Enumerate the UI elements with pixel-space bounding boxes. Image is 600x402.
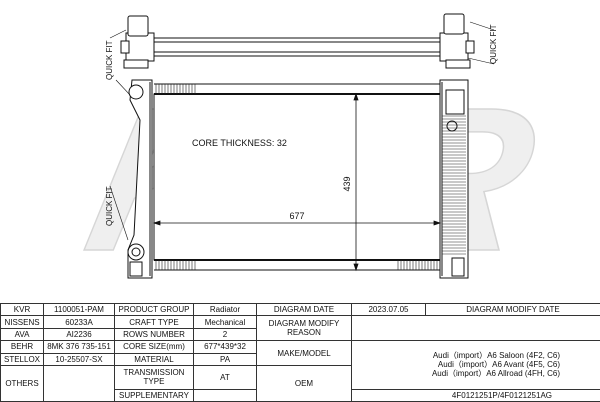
core-fins-top <box>155 84 196 94</box>
diagram-modify-date-label: DIAGRAM MODIFY DATE <box>425 302 600 317</box>
material-label: MATERIAL <box>114 352 194 366</box>
material-value: PA <box>193 352 257 366</box>
height-dimension <box>353 92 359 272</box>
rows-number-value: 2 <box>193 327 257 342</box>
stellox-value: 10-25507-SX <box>43 352 115 366</box>
transmission-type-value: AT <box>193 364 257 390</box>
ava-value: AI2236 <box>43 327 115 342</box>
core-size-value: 677*439*32 <box>193 340 257 354</box>
core-thickness-label: CORE THICKNESS: 32 <box>192 138 287 148</box>
behr-label: BEHR <box>0 340 44 354</box>
radiator-drawing: KVR <box>70 13 554 294</box>
stellox-label: STELLOX <box>0 352 44 366</box>
others-label: OTHERS <box>0 364 44 402</box>
oem-value: 4F0121251P/4F0121251AG <box>351 388 600 402</box>
ava-label: AVA <box>0 327 44 342</box>
width-dimension <box>152 220 442 226</box>
make-model-line: Audi（import）A6 Saloon (4F2, C6) <box>432 351 560 361</box>
product-group-value: Radiator <box>193 302 257 317</box>
diagram-modify-reason-label: DIAGRAM MODIFY REASON <box>256 315 352 342</box>
supplementary-label: SUPPLEMENTARY <box>114 388 194 402</box>
width-dimension-label: 677 <box>289 211 304 221</box>
quick-fit-label-top-right: QUICK FIT <box>489 24 498 64</box>
behr-value: 8MK 376 735-151 <box>43 340 115 354</box>
quick-fit-label-top-left: QUICK FIT <box>105 40 114 80</box>
core <box>153 83 441 271</box>
tank-fins-right <box>442 115 466 255</box>
top-pipe <box>120 13 475 69</box>
core-fins-bottom <box>155 260 438 270</box>
left-tank <box>127 79 153 279</box>
diagram-modify-reason-value <box>351 315 600 342</box>
quick-fit-label-bottom-left: QUICK FIT <box>105 186 114 226</box>
others-value <box>43 364 115 402</box>
make-model-label: MAKE/MODEL <box>256 340 352 366</box>
oem-label: OEM <box>256 364 352 402</box>
quick-fit-leaders <box>109 21 495 241</box>
diagram-date-value: 2023.07.05 <box>351 302 426 317</box>
height-dimension-label: 439 <box>342 176 352 191</box>
rows-number-label: ROWS NUMBER <box>114 327 194 342</box>
make-model-values: Audi（import）A6 Saloon (4F2, C6) Audi（imp… <box>351 340 600 390</box>
nissens-value: 60233A <box>43 315 115 329</box>
diagram-date-label: DIAGRAM DATE <box>256 302 352 317</box>
craft-type-label: CRAFT TYPE <box>114 315 194 329</box>
supplementary-value <box>193 388 257 402</box>
nissens-label: NISSENS <box>0 315 44 329</box>
kvr-label: KVR <box>0 302 44 317</box>
core-size-label: CORE SIZE(mm) <box>114 340 194 354</box>
craft-type-value: Mechanical <box>193 315 257 329</box>
transmission-type-label: TRANSMISSION TYPE <box>114 364 194 390</box>
product-group-label: PRODUCT GROUP <box>114 302 194 317</box>
spec-table: KVR 1100051-PAM PRODUCT GROUP Radiator D… <box>0 302 600 402</box>
make-model-line: Audi（import）A6 Avant (4F5, C6) <box>437 360 560 370</box>
make-model-line: Audi（import）A6 Allroad (4FH, C6) <box>431 369 560 379</box>
kvr-value: 1100051-PAM <box>43 302 115 317</box>
